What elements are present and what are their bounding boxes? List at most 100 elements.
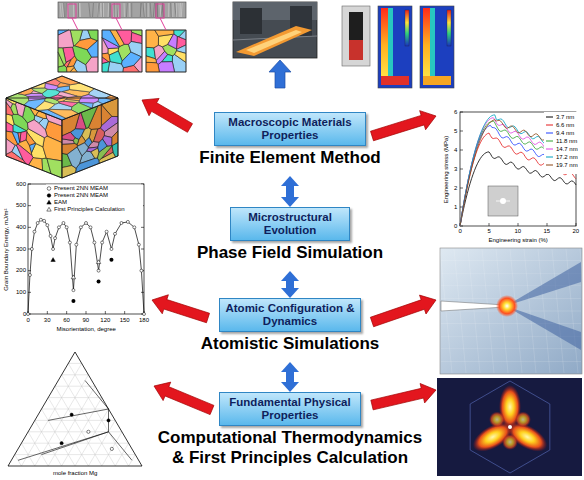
figure-part — [489, 412, 505, 428]
figure-part — [58, 30, 98, 72]
figure-part — [342, 6, 370, 66]
figure-part — [129, 455, 136, 466]
figure-part — [51, 258, 55, 262]
figure-part — [460, 188, 463, 189]
figure-part — [21, 443, 34, 466]
figure-part — [28, 227, 31, 228]
figure-part — [100, 3, 101, 17]
legend-line — [546, 133, 553, 134]
figure-part — [102, 432, 122, 466]
figure-part — [440, 248, 582, 374]
red-arrow — [371, 383, 436, 409]
figure-part — [496, 201, 510, 202]
legend-text: 17.2 nm — [555, 154, 579, 161]
figure-part — [156, 4, 164, 18]
figure-part — [161, 3, 162, 17]
figure-part — [55, 386, 102, 466]
figure-part — [460, 150, 463, 151]
figure-part — [176, 3, 177, 17]
figure-part — [172, 3, 173, 17]
figure-part — [438, 104, 584, 246]
grain-cell — [102, 30, 120, 47]
axis-label: 1 — [454, 204, 457, 211]
grain-cell — [155, 30, 174, 36]
figure-part — [137, 243, 140, 246]
figure-part — [28, 220, 144, 314]
figure-part — [129, 3, 130, 17]
figure-part — [109, 3, 111, 17]
figure-part — [131, 3, 132, 17]
figure-part — [246, 30, 302, 53]
figure-part — [46, 185, 143, 214]
band-fill — [138, 276, 442, 362]
figure-part — [71, 299, 75, 303]
axis-label: 6 — [454, 109, 457, 116]
figure-part — [54, 237, 57, 240]
grain-cell — [28, 117, 48, 139]
legend-samples — [47, 117, 553, 211]
pointer-arrows — [142, 60, 436, 415]
legend-symbol — [47, 200, 51, 204]
level-box: Microstructural Evolution — [230, 207, 350, 241]
figure-part — [115, 443, 128, 466]
grain-cell — [102, 53, 110, 62]
figure-part — [141, 249, 144, 250]
grain-cell — [146, 62, 159, 72]
axis-label: 400 — [16, 224, 26, 231]
figure-part — [240, 8, 262, 34]
figure-part — [96, 260, 100, 264]
figure-part — [126, 3, 128, 17]
figure-part — [102, 30, 142, 72]
figure-part — [102, 3, 103, 17]
figure-part — [97, 269, 100, 272]
figure-part — [88, 420, 115, 466]
figure-part — [89, 3, 90, 17]
axis-label: 120 — [100, 317, 110, 324]
figure-part — [8, 352, 142, 466]
figure-part — [153, 3, 154, 17]
figure-part — [70, 413, 73, 416]
figure-part — [116, 18, 122, 30]
figure-part — [48, 397, 102, 398]
axis-label: 10 — [515, 228, 522, 235]
figure-part — [42, 409, 109, 410]
figure-part — [148, 3, 149, 17]
level-box: Atomic Configuration & Dynamics — [219, 298, 361, 332]
figure-part — [140, 269, 143, 272]
level-band: Fundamental Physical PropertiesComputati… — [130, 370, 450, 476]
figure-part — [72, 289, 75, 292]
figure-part — [60, 3, 61, 17]
figure-part — [98, 3, 99, 17]
figure-part — [71, 275, 75, 279]
figure-part — [85, 222, 88, 225]
figure-part — [460, 169, 463, 170]
figure-part — [73, 3, 74, 17]
figure-part — [65, 226, 68, 229]
mill-photo — [233, 2, 317, 58]
figure-part — [75, 243, 78, 246]
stress-strain-chart — [438, 104, 584, 246]
grain-cell — [6, 99, 12, 108]
axis-label: 5 — [488, 228, 491, 235]
figure-part — [109, 3, 110, 17]
legend-text: 6.6 nm — [555, 122, 575, 129]
grain-boundary-chart — [0, 181, 149, 337]
figure-part — [381, 76, 409, 85]
red-arrow — [370, 295, 436, 327]
figure-part — [108, 3, 110, 17]
axis-label: 90 — [83, 317, 90, 324]
figure-part — [117, 3, 118, 17]
figure-part — [58, 30, 98, 72]
axis-label: Grain Boundary Energy, mJ/m² — [3, 208, 10, 290]
legend-line — [546, 117, 553, 118]
figure-part — [87, 430, 90, 433]
figure-part — [62, 374, 89, 375]
axis-label: 200 — [16, 267, 26, 274]
figure-part — [101, 3, 102, 17]
figure-part — [423, 8, 430, 82]
figure-part — [141, 184, 144, 185]
figure-part — [181, 3, 182, 17]
grain-cell — [158, 62, 175, 72]
figure-part — [447, 10, 451, 46]
level-box: Macroscopic Materials Properties — [214, 112, 366, 146]
